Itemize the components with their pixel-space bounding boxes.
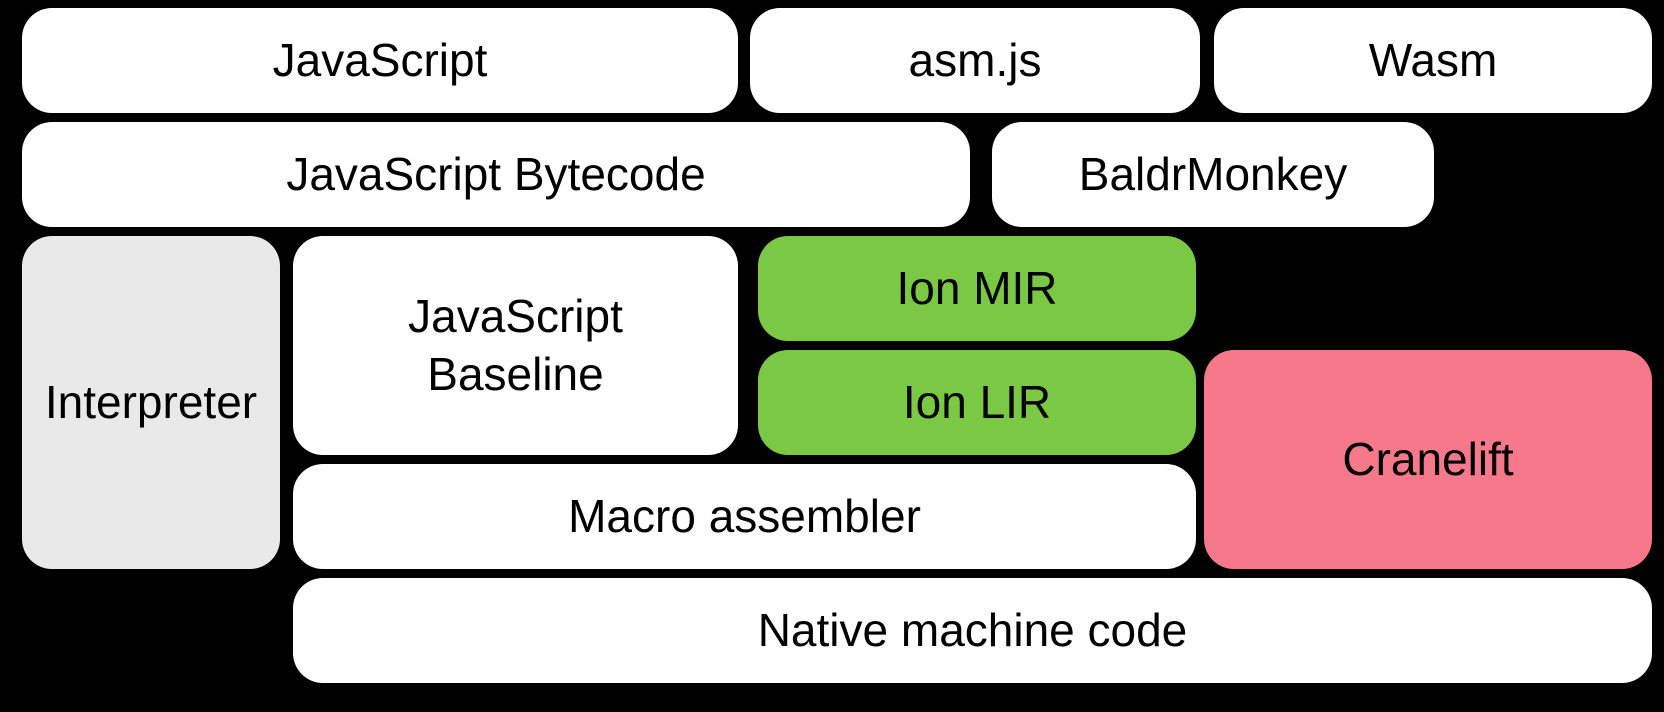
box-javascript-baseline: JavaScript Baseline	[293, 236, 738, 455]
box-ion-mir: Ion MIR	[758, 236, 1196, 341]
box-javascript-bytecode: JavaScript Bytecode	[22, 122, 970, 227]
box-cranelift: Cranelift	[1204, 350, 1652, 569]
box-macro-assembler: Macro assembler	[293, 464, 1196, 569]
box-ion-lir: Ion LIR	[758, 350, 1196, 455]
box-native-machine-code: Native machine code	[293, 578, 1652, 683]
box-wasm: Wasm	[1214, 8, 1652, 113]
box-javascript: JavaScript	[22, 8, 738, 113]
box-interpreter: Interpreter	[22, 236, 280, 569]
box-baldrmonkey: BaldrMonkey	[992, 122, 1434, 227]
box-asmjs: asm.js	[750, 8, 1200, 113]
